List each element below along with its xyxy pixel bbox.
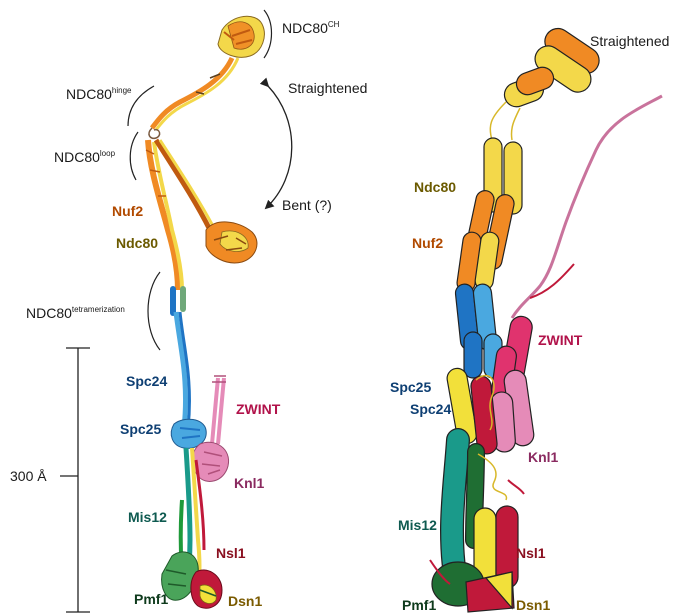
label-zwint-right: ZWINT: [538, 332, 583, 348]
ndc80-ch-head-bent: [206, 222, 257, 263]
label-zwint-left: ZWINT: [236, 401, 281, 417]
label-ndc80-hinge: NDC80hinge: [66, 86, 132, 102]
label-dsn1-right: Dsn1: [516, 597, 550, 613]
label-knl1-left: Knl1: [234, 475, 265, 491]
label-ndc80-right: Ndc80: [414, 179, 456, 195]
ndc80-nuf2-upper-cylinders: [456, 138, 522, 293]
ndc80-ch-head-straightened: [218, 16, 264, 57]
left-structure-panel: 300 Å NDC80CH NDC80hinge NDC80loop NDC80…: [10, 10, 367, 612]
spc24-helix-top: [170, 286, 176, 316]
label-ndc80-loop: NDC80loop: [54, 149, 116, 165]
bracket-ndc80-tetramerization: [148, 272, 160, 350]
label-ndc80-left: Ndc80: [116, 235, 158, 251]
zwint-structure: [212, 376, 226, 444]
label-nsl1-right: Nsl1: [516, 545, 546, 561]
label-mis12-right: Mis12: [398, 517, 437, 533]
label-nuf2-right: Nuf2: [412, 235, 443, 251]
label-nsl1-left: Nsl1: [216, 545, 246, 561]
label-spc24-left: Spc24: [126, 373, 167, 389]
label-straightened-left: Straightened: [288, 80, 367, 96]
scale-bar-label: 300 Å: [10, 468, 47, 484]
label-ndc80-tetramerization: NDC80tetramerization: [26, 305, 125, 321]
label-mis12-left: Mis12: [128, 509, 167, 525]
label-dsn1-left: Dsn1: [228, 593, 262, 609]
knl1-disordered-tail: [512, 96, 662, 318]
mis12-head-cluster: [162, 552, 222, 608]
ndc80-ch-cylinders-straightened: [501, 23, 604, 110]
scale-bar: 300 Å: [10, 348, 90, 612]
straightened-bent-arrow: [266, 86, 292, 208]
right-cartoon-panel: Straightened Ndc80 Nuf2 ZWINT Spc25 Spc2…: [390, 23, 669, 613]
bracket-ndc80-ch: [264, 10, 272, 58]
label-straightened-right: Straightened: [590, 33, 669, 49]
label-bent: Bent (?): [282, 197, 332, 213]
spc-helix-top-green: [180, 286, 186, 312]
label-ndc80-ch: NDC80CH: [282, 20, 340, 36]
label-spc25-left: Spc25: [120, 421, 161, 437]
ndc80-loop-region: [149, 128, 160, 138]
ndc80-straightened-coil-orange: [152, 58, 232, 128]
label-nuf2-left: Nuf2: [112, 203, 143, 219]
bracket-ndc80-loop: [130, 132, 138, 180]
label-spc25-right: Spc25: [390, 379, 431, 395]
bracket-ndc80-hinge: [128, 86, 154, 126]
label-pmf1-right: Pmf1: [402, 597, 436, 613]
label-knl1-right: Knl1: [528, 449, 559, 465]
label-pmf1-left: Pmf1: [134, 591, 168, 607]
zwint-linker: [530, 264, 574, 298]
label-spc24-right: Spc24: [410, 401, 451, 417]
